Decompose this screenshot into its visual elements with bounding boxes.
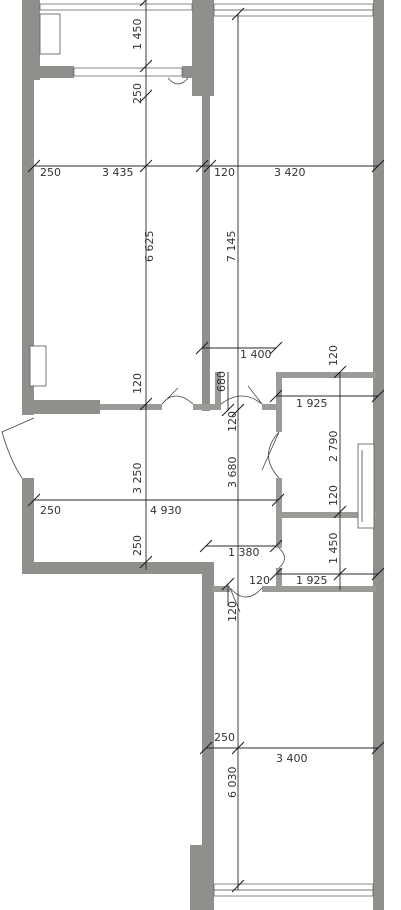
dim-partition-2: 120 bbox=[327, 345, 340, 366]
dim-corridor-length: 1 400 bbox=[240, 348, 272, 361]
room1-bottom-wall-mid bbox=[100, 404, 162, 410]
toilet-left-wall-lower bbox=[276, 568, 282, 586]
dim-partition-1: 120 bbox=[214, 166, 235, 179]
dimension-lines bbox=[27, 0, 385, 893]
doors bbox=[1, 77, 285, 613]
room2-bottom-wall-left bbox=[193, 404, 215, 410]
bathroom-left-wall-upper bbox=[276, 372, 282, 432]
entrance-door[interactable] bbox=[1, 417, 35, 479]
dim-hall-length-2: 3 680 bbox=[226, 457, 239, 489]
dim-partition-7: 120 bbox=[226, 601, 239, 622]
room1-bottom-wall-left bbox=[34, 400, 100, 414]
left-exterior-wall-upper bbox=[22, 0, 34, 415]
dim-room1-length: 6 625 bbox=[143, 231, 156, 263]
dim-hall-width: 4 930 bbox=[150, 504, 182, 517]
bathroom-door[interactable] bbox=[261, 431, 280, 479]
dim-hall-wall-bottom: 250 bbox=[131, 535, 144, 556]
dim-wall-680: 680 bbox=[215, 371, 228, 392]
dim-bathroom-width: 1 925 bbox=[296, 397, 328, 410]
balcony-top-rail bbox=[39, 3, 193, 11]
right-exterior-wall bbox=[373, 0, 384, 910]
corridor-wall-680 bbox=[215, 372, 221, 410]
balcony-sill-right bbox=[182, 66, 192, 78]
dim-room3-width: 3 400 bbox=[276, 752, 308, 765]
room3-left-wall bbox=[202, 562, 214, 862]
room2-door[interactable] bbox=[220, 385, 263, 405]
balcony-door[interactable] bbox=[167, 77, 189, 85]
dim-toilet-length: 1 450 bbox=[327, 533, 340, 565]
dim-toilet-width: 1 925 bbox=[296, 574, 328, 587]
radiator-room1 bbox=[29, 345, 47, 387]
toilet-left-wall bbox=[276, 518, 282, 548]
walls bbox=[22, 0, 384, 910]
column-bottom-left bbox=[190, 845, 214, 910]
left-exterior-wall-hall bbox=[22, 478, 34, 573]
radiator-balcony bbox=[39, 13, 61, 55]
bathroom-bottom-wall bbox=[276, 512, 376, 518]
dim-corridor-length-2: 1 380 bbox=[228, 546, 260, 559]
toilet-bottom-wall bbox=[262, 586, 376, 592]
room2-bottom-wall-right bbox=[262, 404, 282, 410]
dim-room3-length: 6 030 bbox=[226, 767, 239, 799]
dim-room1-width: 3 435 bbox=[102, 166, 134, 179]
dim-balcony-length: 1 450 bbox=[131, 19, 144, 51]
hall-bottom-wall bbox=[22, 562, 212, 574]
dim-room2-length: 7 145 bbox=[225, 231, 238, 263]
dim-partition-4: 120 bbox=[226, 411, 239, 432]
dim-partition-3: 120 bbox=[131, 373, 144, 394]
bathtub bbox=[357, 443, 375, 529]
dim-partition-6: 120 bbox=[249, 574, 270, 587]
toilet-door[interactable] bbox=[278, 547, 285, 569]
fixtures bbox=[29, 13, 375, 529]
bathroom-top-wall bbox=[276, 372, 376, 378]
dim-bathroom-length: 2 790 bbox=[327, 431, 340, 463]
dim-balcony-wall: 250 bbox=[131, 83, 144, 104]
window-balcony bbox=[73, 67, 183, 77]
partition-room1-room2 bbox=[202, 96, 210, 411]
room3-top-wall-left bbox=[212, 586, 230, 592]
dim-partition-5: 120 bbox=[327, 485, 340, 506]
dim-room1-wall-left: 250 bbox=[40, 166, 61, 179]
dimension-labels: 1 450 250 250 3 435 120 3 420 6 625 7 14… bbox=[40, 19, 340, 799]
room1-door[interactable] bbox=[161, 387, 194, 405]
bathroom-left-wall-lower bbox=[276, 478, 282, 518]
dim-hall-wall-left: 250 bbox=[40, 504, 61, 517]
dim-room3-wall-left: 250 bbox=[214, 731, 235, 744]
balcony-left-wall bbox=[34, 0, 40, 80]
balcony-sill-left bbox=[34, 66, 74, 78]
windows bbox=[39, 3, 374, 897]
column-top-center bbox=[192, 0, 214, 96]
dim-room2-width: 3 420 bbox=[274, 166, 306, 179]
dim-hall-length-1: 3 250 bbox=[131, 463, 144, 495]
